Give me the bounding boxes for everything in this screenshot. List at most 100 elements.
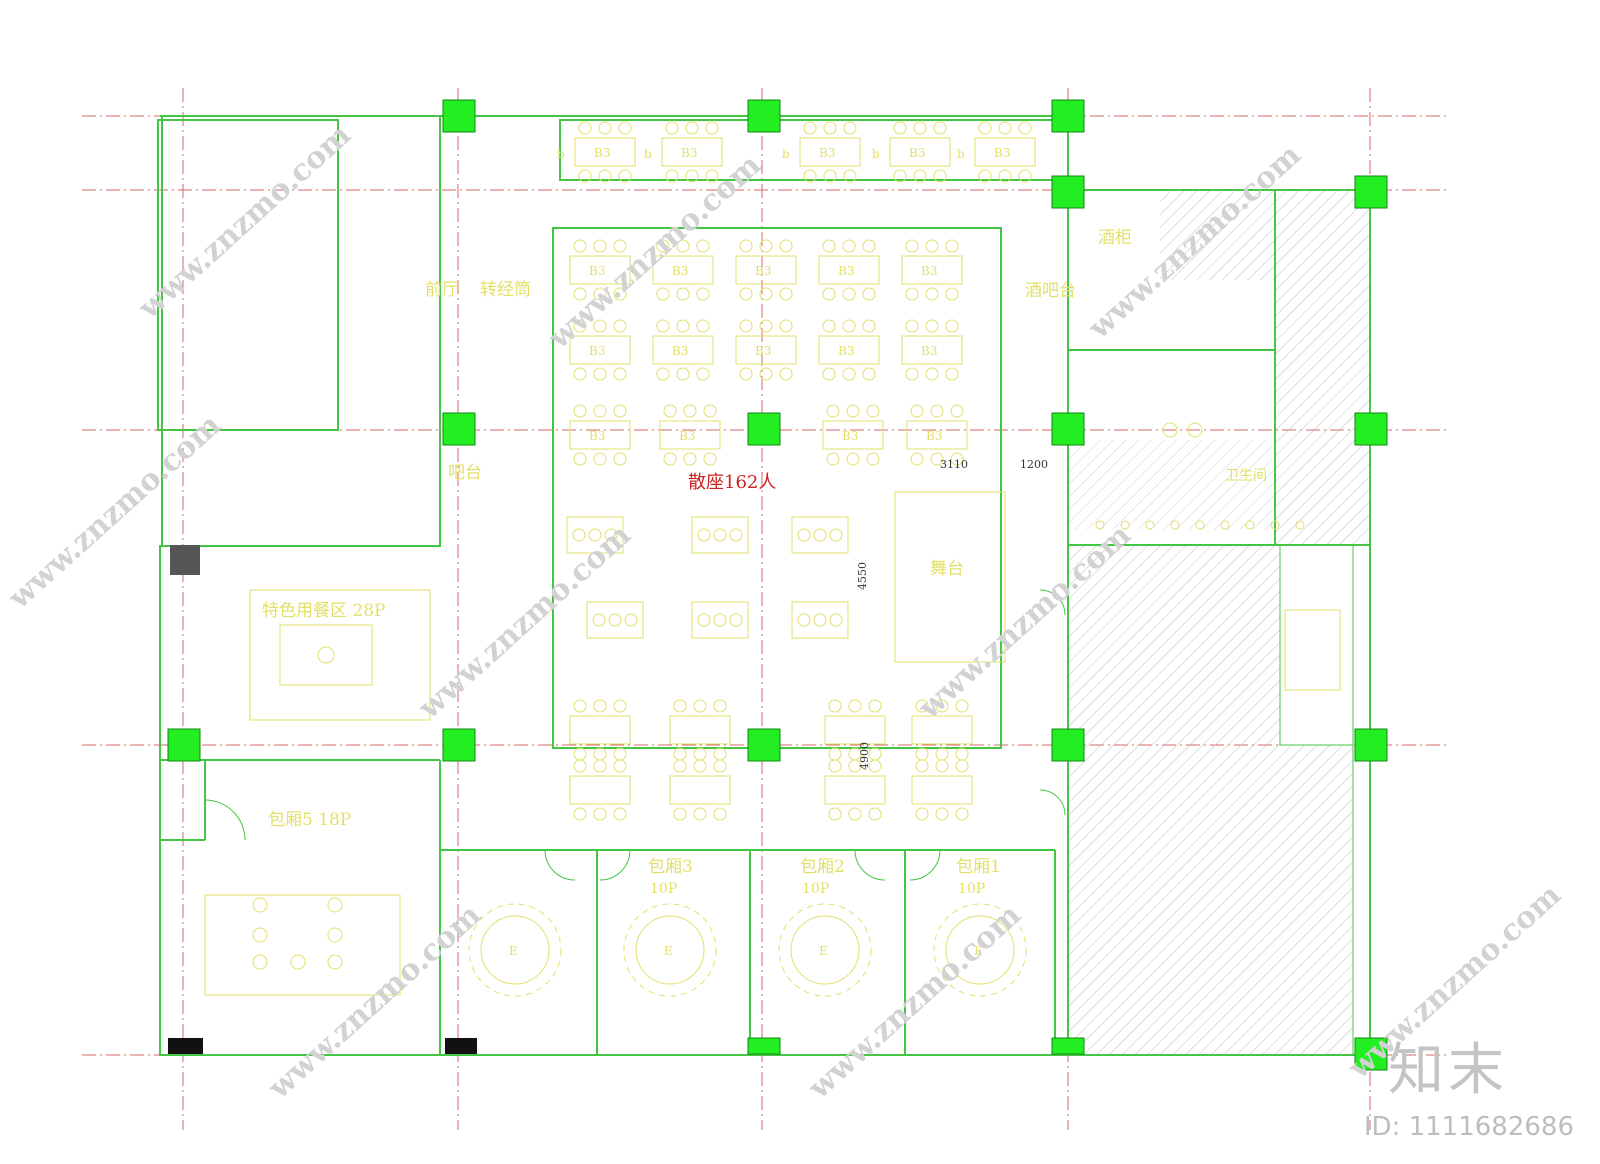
vip-table-inner (279, 624, 373, 686)
table-tag: B3 (842, 429, 858, 443)
chair (848, 807, 862, 821)
chair (693, 747, 707, 761)
table-tag: B3 (921, 264, 937, 278)
fixture (1220, 520, 1230, 530)
fixture (1095, 520, 1105, 530)
watermark-text: www.znzmo.com (801, 897, 1028, 1106)
chair (925, 287, 939, 301)
fixture (1120, 520, 1130, 530)
chair (759, 319, 773, 333)
chair (739, 367, 753, 381)
dining-table (818, 255, 880, 285)
chair (729, 528, 743, 542)
chair (945, 367, 959, 381)
table-tag: B3 (755, 264, 771, 278)
chair (868, 807, 882, 821)
chair (945, 239, 959, 253)
seat (327, 927, 343, 943)
seat (327, 954, 343, 970)
seating-capacity-headline: 散座162人 (688, 472, 776, 493)
chair (935, 699, 949, 713)
chair (618, 169, 632, 183)
chair (656, 287, 670, 301)
square-table (691, 516, 749, 554)
chair (613, 699, 627, 713)
chair (613, 367, 627, 381)
chair (843, 169, 857, 183)
chair (593, 367, 607, 381)
chair (598, 121, 612, 135)
round-table (945, 915, 1015, 985)
chair (779, 287, 793, 301)
fixture (1270, 520, 1280, 530)
booth-tag: b (557, 147, 565, 161)
dimension-4550: 4550 (856, 562, 869, 590)
chair (693, 807, 707, 821)
table-tag: B3 (755, 344, 771, 358)
booth-tag: b (957, 147, 965, 161)
table-tag: B3 (819, 146, 835, 160)
chair (588, 528, 602, 542)
watermark-text: www.znzmo.com (541, 147, 768, 356)
chair (893, 121, 907, 135)
chair (685, 121, 699, 135)
chair (813, 613, 827, 627)
seat (327, 897, 343, 913)
chair (829, 528, 843, 542)
chair (676, 239, 690, 253)
chair (933, 169, 947, 183)
chair (813, 528, 827, 542)
chair (613, 319, 627, 333)
square-table (791, 516, 849, 554)
chair (573, 807, 587, 821)
chair (593, 319, 607, 333)
sink (1162, 422, 1178, 438)
chair (663, 404, 677, 418)
table-tag: B3 (994, 146, 1010, 160)
chair (930, 452, 944, 466)
square-table (586, 601, 644, 639)
round-table-chairs (933, 903, 1027, 997)
chair (729, 613, 743, 627)
chair (779, 319, 793, 333)
chair (828, 699, 842, 713)
chair (739, 319, 753, 333)
chair (955, 699, 969, 713)
chair (613, 747, 627, 761)
dining-table (911, 775, 973, 805)
chair (868, 759, 882, 773)
dining-table (569, 420, 631, 450)
room-labels: 散座162人 特色用餐区 28P 包厢5 18P 包厢3 10P 包厢2 10P… (262, 228, 1267, 897)
chair (905, 287, 919, 301)
chair (573, 319, 587, 333)
round-table-chairs (468, 903, 562, 997)
round-table-tag: E (819, 944, 828, 958)
chair (868, 699, 882, 713)
chair (998, 169, 1012, 183)
chair (930, 404, 944, 418)
round-table (790, 915, 860, 985)
round-table-tag: E (509, 944, 518, 958)
table-tag: B3 (909, 146, 925, 160)
stage-label: 舞台 (930, 559, 964, 579)
table-tag: B3 (594, 146, 610, 160)
chair (803, 121, 817, 135)
dining-table (901, 255, 963, 285)
table-tag: B3 (926, 429, 942, 443)
chair (578, 121, 592, 135)
vip-dining-label: 特色用餐区 28P (262, 601, 385, 621)
chair (673, 747, 687, 761)
chair (624, 613, 638, 627)
booth-tag: b (644, 147, 652, 161)
round-table-chairs (778, 903, 872, 997)
private-room-5-label: 包厢5 18P (268, 810, 351, 830)
dining-table (569, 715, 631, 745)
chair (573, 699, 587, 713)
square-table (791, 601, 849, 639)
chair (915, 807, 929, 821)
seat (252, 897, 268, 913)
fixture (1295, 520, 1305, 530)
chair (697, 528, 711, 542)
wine-bar-label: 酒吧台 (1025, 281, 1076, 301)
